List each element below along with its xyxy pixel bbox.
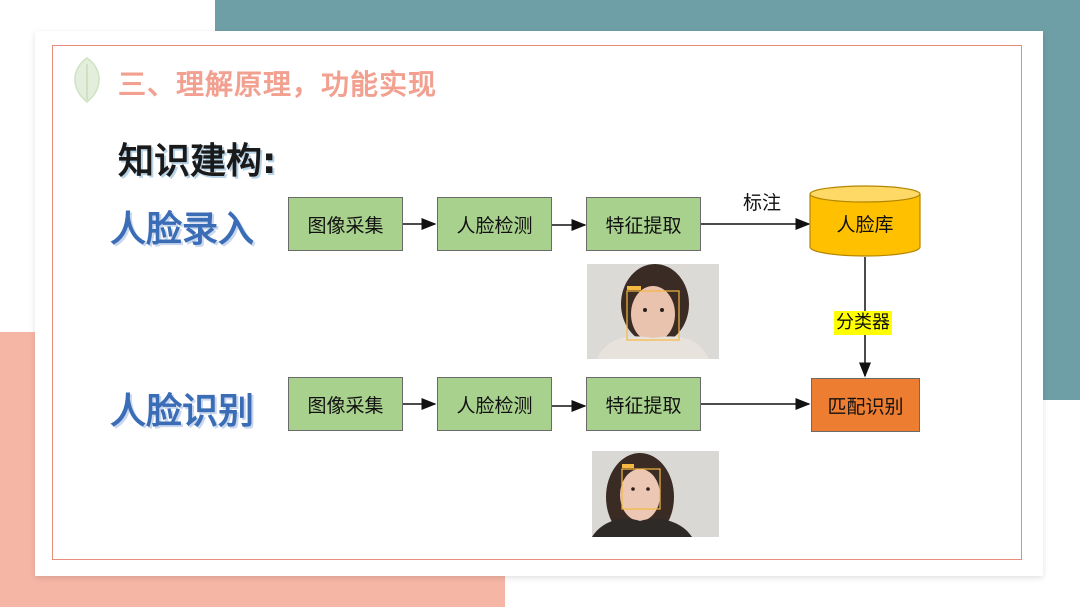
step-box-recognize-capture: 图像采集 [288, 377, 403, 431]
match-recognize-box: 匹配识别 [811, 378, 920, 432]
step-box-enroll-extract: 特征提取 [586, 197, 701, 251]
step-box-enroll-capture: 图像采集 [288, 197, 403, 251]
row-label-recognize: 人脸识别 [110, 391, 255, 432]
row-label-enroll: 人脸录入 [110, 209, 255, 250]
slide-border [52, 45, 1022, 560]
annotate-label: 标注 [743, 192, 782, 214]
slide-card [35, 31, 1043, 576]
database-icon [809, 185, 921, 257]
step-box-recognize-extract: 特征提取 [586, 377, 701, 431]
classifier-label: 分类器 [834, 311, 892, 335]
leaf-icon [74, 57, 100, 103]
section-subtitle: 知识建构: [118, 141, 277, 182]
face-photo-recognition [592, 451, 719, 537]
face-photo-enrollment [587, 264, 719, 359]
step-box-recognize-detect: 人脸检测 [437, 377, 552, 431]
database-label: 人脸库 [836, 214, 894, 236]
step-box-enroll-detect: 人脸检测 [437, 197, 552, 251]
page-title: 三、理解原理，功能实现 [118, 68, 438, 101]
